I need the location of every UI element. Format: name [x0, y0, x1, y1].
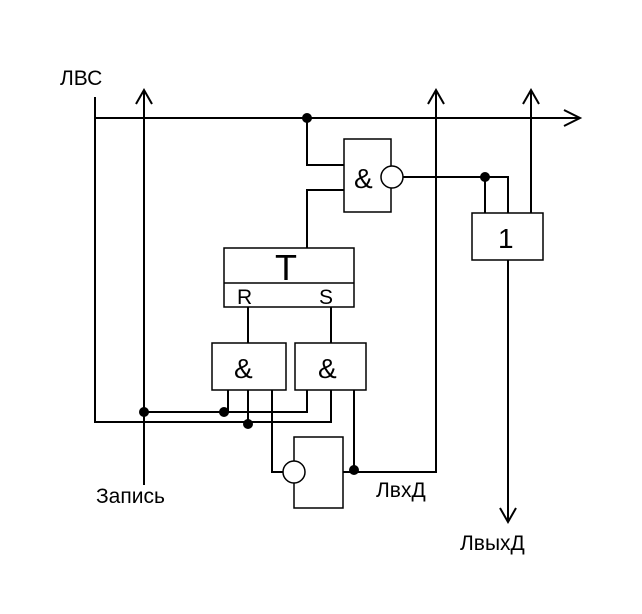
lvs-top-arrow: [563, 109, 583, 127]
junction-dot-nand-out: [480, 172, 490, 182]
label-lvhd: ЛвхД: [376, 479, 426, 502]
junction-dot-and-left-in1: [219, 407, 229, 417]
lvhd-wire: [343, 90, 437, 473]
inverter-bubble: [282, 460, 306, 484]
nand-input-1-wire: [306, 118, 344, 166]
junction-dot-lvhd: [349, 465, 359, 475]
label-write: Запись: [96, 485, 165, 508]
or-gate-box: [471, 212, 544, 261]
lvs-bus-wire: [94, 97, 248, 423]
trigger-title: T: [275, 247, 297, 288]
junction-dot-top-bus: [302, 113, 312, 123]
lvyhd-arrow: [499, 507, 517, 525]
nand-input-2-wire: [306, 189, 344, 248]
and-gate-right-box: [294, 342, 367, 391]
and-right-in1: [228, 390, 308, 413]
trigger-box: [223, 247, 355, 308]
nand-output-wire: [403, 176, 509, 213]
nand-gate-symbol: &: [354, 163, 373, 194]
and-right-in2: [248, 390, 332, 423]
and-left-in3: [271, 390, 284, 473]
trigger-pin-s: S: [319, 286, 333, 309]
trigger-pin-r: R: [237, 286, 252, 309]
junction-dot-write: [139, 407, 149, 417]
lvhd-arrow: [427, 87, 445, 105]
write-arrow: [135, 87, 153, 105]
label-lvyhd: ЛвыхД: [460, 532, 525, 555]
and-gate-right-symbol: &: [318, 353, 337, 384]
and-gate-left-symbol: &: [234, 353, 253, 384]
or-up-arrow: [522, 87, 540, 105]
or-gate-symbol: 1: [498, 223, 514, 254]
label-lvs: ЛВС: [60, 67, 102, 90]
junction-dot-and-left-in2: [243, 419, 253, 429]
and-gate-left-box: [211, 342, 287, 391]
nand-inversion-bubble: [380, 165, 404, 189]
